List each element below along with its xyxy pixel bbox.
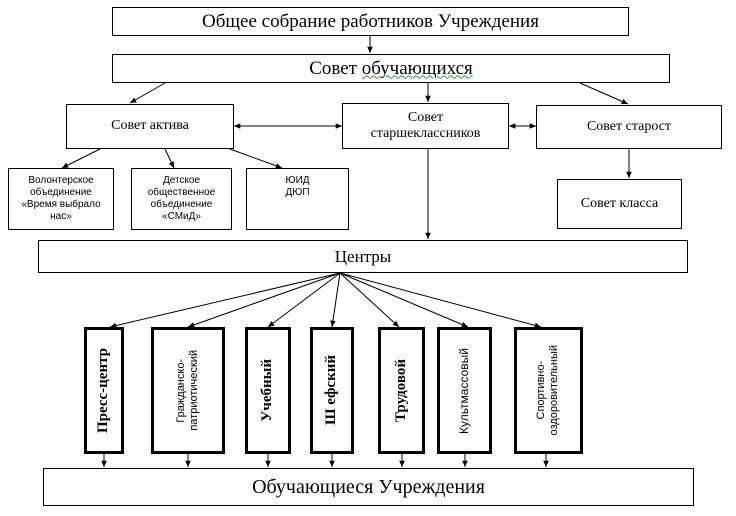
yuid-dyup-label: ЮИД ДЮП — [285, 175, 310, 198]
center-label: Ш ефский — [323, 355, 340, 426]
center-cultural: Культмассовый — [437, 327, 492, 454]
arrow-council-to-headmen — [579, 82, 629, 105]
arrow-centers-0 — [109, 272, 341, 329]
arrow-centers-1 — [187, 272, 341, 328]
center-label: Культмассовый — [457, 347, 472, 434]
yuid-dyup-box: ЮИД ДЮП — [246, 168, 349, 230]
headmen-council-box: Совет старост — [536, 105, 722, 149]
headmen-council-label: Совет старост — [586, 118, 672, 134]
arrow-centers-3 — [330, 272, 341, 328]
arrow-centers-6 — [339, 272, 542, 329]
center-label: Пресс-центр — [95, 348, 112, 433]
arrow-centers-5 — [339, 272, 469, 328]
centers-label: Центры — [334, 246, 392, 266]
class-council-box: Совет класса — [557, 179, 682, 229]
center-label: Спортивно- оздоровительный — [535, 345, 561, 436]
arrow-centers-4 — [339, 272, 400, 328]
volunteer-assoc-box: Волонтерское объединение «Время выбрало … — [8, 168, 114, 230]
student-council-label: Совет обучающихся — [309, 57, 473, 79]
arrow-centers-2 — [267, 272, 341, 328]
center-label: Учебный — [259, 359, 276, 422]
general-meeting-box: Общее собрание работников Учреждения — [112, 7, 629, 36]
general-meeting-label: Общее собрание работников Учреждения — [202, 10, 539, 32]
children-assoc-box: Детское общественное объединение «СМиД» — [131, 168, 232, 230]
student-council-box: Совет обучающихся — [112, 54, 670, 83]
senior-council-label: Совет старшеклассников — [370, 109, 481, 141]
activist-council-label: Совет актива — [111, 118, 189, 134]
volunteer-assoc-label: Волонтерское объединение «Время выбрало … — [21, 175, 101, 222]
arrow-council-to-activist — [129, 82, 166, 104]
center-patronage: Ш ефский — [310, 327, 354, 454]
arrow-activist-yuid — [229, 148, 283, 169]
center-civic: Гражданско- патриотический — [151, 327, 225, 454]
arrow-activist-children — [164, 148, 175, 169]
center-label: Трудовой — [392, 359, 409, 422]
senior-council-box: Совет старшеклассников — [342, 103, 509, 149]
center-labor: Трудовой — [378, 327, 425, 454]
class-council-label: Совет класса — [580, 195, 659, 211]
center-sports: Спортивно- оздоровительный — [514, 327, 583, 454]
activist-council-box: Совет актива — [66, 104, 234, 149]
center-label: Гражданско- патриотический — [174, 350, 200, 431]
students-label: Обучающиеся Учреждения — [252, 475, 485, 498]
children-assoc-label: Детское общественное объединение «СМиД» — [147, 175, 216, 222]
center-educational: Учебный — [245, 327, 291, 454]
centers-box: Центры — [38, 240, 688, 273]
center-press: Пресс-центр — [84, 327, 124, 454]
arrow-activist-volunteer — [61, 148, 101, 169]
students-box: Обучающиеся Учреждения — [43, 468, 694, 506]
